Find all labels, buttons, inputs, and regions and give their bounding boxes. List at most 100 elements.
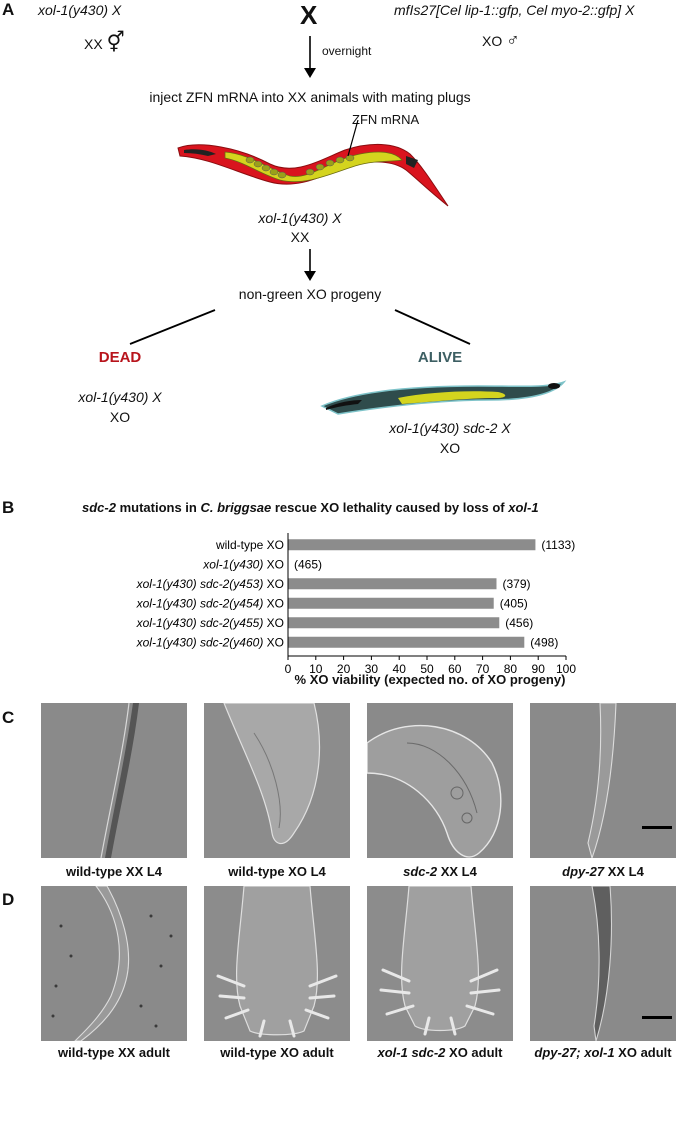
chart-x-axis-label: % XO viability (expected no. of XO proge… <box>294 672 566 687</box>
bar <box>288 578 497 590</box>
x-tick-label: 20 <box>337 662 351 676</box>
right-sex-text: XO <box>482 33 503 49</box>
caption-c-3-text: XX L4 <box>437 864 477 879</box>
left-sex-text: XX <box>84 36 103 52</box>
caption-d-1: wild-type XX adult <box>34 1045 194 1060</box>
caption-c-4: dpy-27 XX L4 <box>523 864 683 879</box>
alive-sex: XO <box>439 440 461 456</box>
cross-symbol: X <box>300 0 318 30</box>
alive-worm-pharynx <box>326 400 362 410</box>
dead-genotype: xol-1(y430) X <box>78 389 162 405</box>
bar <box>288 539 536 551</box>
photo-dpy-27-xol-1-xo-adult <box>530 886 676 1041</box>
caption-d-4-gene: dpy-27; xol-1 <box>534 1045 615 1060</box>
alive-worm-illustration <box>320 380 567 415</box>
bar-count-label: (379) <box>503 577 531 591</box>
male-symbol-icon: ♂ <box>506 30 520 50</box>
x-tick-label: 100 <box>556 662 576 676</box>
scale-bar-c <box>642 826 672 829</box>
photo-dpy-27-xx-l4 <box>530 703 676 858</box>
x-tick-label: 40 <box>393 662 407 676</box>
x-tick-label: 90 <box>532 662 546 676</box>
y-tick-label: xol-1(y430) XO <box>202 557 284 571</box>
panel-d-letter: D <box>2 890 15 909</box>
worm-pharynx <box>184 149 216 156</box>
y-tick-label: xol-1(y430) sdc-2(y454) XO <box>136 596 284 610</box>
title-part-3: C. briggsae <box>200 500 272 515</box>
caption-c-3: sdc-2 XX L4 <box>360 864 520 879</box>
x-tick-label: 10 <box>309 662 323 676</box>
arrow-overnight-icon <box>304 36 316 78</box>
caption-c-1: wild-type XX L4 <box>34 864 194 879</box>
y-tick-label: wild-type XO <box>215 538 284 552</box>
photo-wild-type-xo-adult <box>204 886 350 1041</box>
caption-c-1-text: wild-type XX L4 <box>65 864 163 879</box>
worm-embryos <box>245 154 355 179</box>
right-parent-sex: XO ♂ <box>482 30 520 51</box>
photo-sdc-2-xx-l4 <box>367 703 513 858</box>
scale-bar-d <box>642 1016 672 1019</box>
hermaphrodite-symbol-icon: ⚥ <box>106 32 125 54</box>
caption-d-4: dpy-27; xol-1 XO adult <box>523 1045 683 1060</box>
photo-wild-type-xo-l4 <box>204 703 350 858</box>
alive-worm-gonad <box>398 391 506 404</box>
title-part-2: mutations in <box>115 500 201 515</box>
caption-c-3-gene: sdc-2 <box>403 864 438 879</box>
x-tick-label: 80 <box>504 662 518 676</box>
dead-label: DEAD <box>98 349 142 366</box>
bar-count-label: (456) <box>505 616 533 630</box>
panel-b-title: sdc-2 mutations in C. briggsae rescue XO… <box>82 500 539 515</box>
x-tick-label: 60 <box>448 662 462 676</box>
x-tick-label: 30 <box>365 662 379 676</box>
caption-d-3-gene: xol-1 sdc-2 <box>377 1045 446 1060</box>
inject-instruction: inject ZFN mRNA into XX animals with mat… <box>149 89 471 105</box>
x-tick-label: 70 <box>476 662 490 676</box>
xo-viability-bar-chart: wild-type XO (1133) xol-1(y430) XO (465) xol… <box>136 533 576 676</box>
left-parent-genotype: xol-1(y430) X <box>38 2 122 18</box>
caption-d-2: wild-type XO adult <box>197 1045 357 1060</box>
split-lines <box>129 309 471 345</box>
panel-b-letter: B <box>2 498 15 517</box>
dead-sex: XO <box>109 409 131 425</box>
bar <box>288 636 525 648</box>
y-tick-label: xol-1(y430) sdc-2(y460) XO <box>136 635 284 649</box>
overnight-label: overnight <box>322 44 372 58</box>
alive-genotype: xol-1(y430) sdc-2 X <box>389 420 511 436</box>
caption-c-4-text: XX L4 <box>604 864 644 879</box>
caption-c-2-text: wild-type XO L4 <box>228 864 326 879</box>
y-tick-label: xol-1(y430) sdc-2(y455) XO <box>136 616 284 630</box>
bar-count-label: (1133) <box>541 538 575 552</box>
caption-c-2: wild-type XO L4 <box>197 864 357 879</box>
caption-c-4-gene: dpy-27 <box>562 864 605 879</box>
x-tick-label: 50 <box>420 662 434 676</box>
caption-d-4-text: XO adult <box>614 1045 672 1060</box>
bar <box>288 617 500 629</box>
panel-a-letter: A <box>2 0 15 19</box>
bar <box>288 597 494 609</box>
left-parent-sex: XX ⚥ <box>84 30 125 55</box>
caption-d-3: xol-1 sdc-2 XO adult <box>360 1045 520 1060</box>
x-tick-label: 0 <box>285 662 292 676</box>
caption-d-2-text: wild-type XO adult <box>220 1045 334 1060</box>
alive-worm-tail <box>548 383 560 389</box>
arrow-progeny-icon <box>304 249 316 281</box>
bar-count-label: (498) <box>530 635 558 649</box>
injected-worm-sex: XX <box>290 229 310 245</box>
caption-d-1-text: wild-type XX adult <box>58 1045 170 1060</box>
injected-worm-illustration <box>177 120 449 207</box>
y-tick-label: xol-1(y430) sdc-2(y453) XO <box>136 577 284 591</box>
progeny-text: non-green XO progeny <box>238 286 382 302</box>
injected-worm-genotype: xol-1(y430) X <box>258 210 342 226</box>
right-parent-genotype: mfIs27[Cel lip-1::gfp, Cel myo-2::gfp] X <box>394 2 635 18</box>
bar-count-label: (465) <box>294 557 322 571</box>
title-part-1: sdc-2 <box>82 500 116 515</box>
alive-label: ALIVE <box>417 349 463 366</box>
title-part-5: xol-1 <box>508 500 539 515</box>
bar-count-label: (405) <box>500 596 528 610</box>
title-part-4: rescue XO lethality caused by loss of <box>271 500 509 515</box>
caption-d-3-text: XO adult <box>445 1045 503 1060</box>
worm-gonad-yellow <box>224 151 403 182</box>
zfn-mrna-label: ZFN mRNA <box>352 112 420 127</box>
photo-wild-type-xx-l4 <box>41 703 187 858</box>
photo-wild-type-xx-adult <box>41 886 187 1041</box>
